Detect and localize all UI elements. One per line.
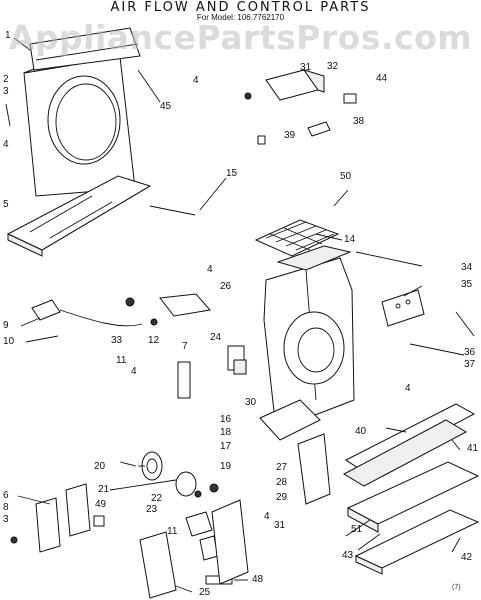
bracket-left-part	[10, 483, 91, 553]
callout-label: 6	[3, 490, 9, 501]
callout-label: 4	[3, 139, 9, 150]
selector-switch-part	[381, 289, 425, 327]
callout-label: 48	[252, 574, 264, 585]
callout-label: 24	[210, 332, 222, 343]
callout-label: 32	[327, 61, 339, 72]
drain-tray-part	[346, 461, 480, 533]
callout-label: 42	[461, 552, 473, 563]
callout-label: 7	[182, 341, 188, 352]
callout-label: 34	[461, 262, 473, 273]
callout-label: 40	[355, 426, 367, 437]
callout-label: 33	[111, 335, 123, 346]
probe-part	[455, 311, 475, 337]
clamp-part	[177, 361, 191, 399]
callout-label: 50	[340, 171, 352, 182]
callout-label: 30	[245, 397, 257, 408]
callout-label: 45	[160, 101, 172, 112]
ref-code: (7)	[452, 584, 461, 591]
callout-label: 22	[151, 493, 163, 504]
callout-label: 8	[3, 502, 9, 513]
heater-bracket-part	[297, 433, 331, 505]
diagram-title: AIR FLOW AND CONTROL PARTS	[110, 0, 371, 15]
control-bracket-part	[244, 69, 357, 104]
callout-label: 44	[376, 73, 388, 84]
callout-label: 17	[220, 441, 232, 452]
screw-part	[119, 461, 137, 467]
callout-label: 9	[3, 320, 9, 331]
foam-seal-part	[342, 403, 476, 487]
callout-label: 41	[467, 443, 479, 454]
callout-label: 10	[3, 336, 15, 347]
callout-label: 4	[405, 383, 411, 394]
blower-housing-part	[259, 245, 355, 441]
callout-label: 31	[274, 520, 286, 531]
callout-label: 3	[3, 86, 9, 97]
callout-label: 51	[351, 524, 363, 535]
clip-part	[93, 515, 105, 527]
callout-label: 4	[207, 264, 213, 275]
callout-label: 49	[95, 499, 107, 510]
callout-label: 16	[220, 414, 232, 425]
callout-label: 19	[220, 461, 232, 472]
callout-label: 1	[5, 30, 11, 41]
callout-label: 26	[220, 281, 232, 292]
fan-motor-part	[141, 451, 219, 498]
callout-label: 4	[264, 511, 270, 522]
watermark-text: AppliancePartsPros.com	[8, 18, 473, 57]
callout-label: 29	[276, 492, 288, 503]
callout-label: 23	[146, 504, 158, 515]
callout-label: 15	[226, 168, 238, 179]
callout-label: 14	[344, 234, 356, 245]
front-panel-part	[23, 27, 141, 197]
base-pan-part	[6, 175, 152, 257]
callout-label: 25	[199, 587, 211, 598]
rod-part	[149, 205, 196, 216]
callout-label: 4	[193, 75, 199, 86]
air-filter-part	[354, 509, 480, 575]
callout-label: 28	[276, 477, 288, 488]
callout-label: 35	[461, 279, 473, 290]
callout-label: 4	[131, 366, 137, 377]
callout-label: 38	[353, 116, 365, 127]
callout-label: 18	[220, 427, 232, 438]
side-panel-part	[139, 531, 177, 599]
relay-part	[227, 345, 247, 375]
callout-label: 31	[300, 62, 312, 73]
model-subtitle: For Model: 106.7762170	[196, 13, 285, 22]
callout-label: 3	[3, 514, 9, 525]
filter-grille-part	[254, 219, 340, 257]
callout-label: 37	[464, 359, 476, 370]
callout-label: 39	[284, 130, 296, 141]
callout-label: 11	[116, 355, 127, 366]
control-box-part	[211, 499, 249, 585]
callout-label: 27	[276, 462, 288, 473]
callout-label: 12	[148, 335, 160, 346]
capacitor-bracket-part	[159, 293, 211, 317]
callout-label: 2	[3, 74, 9, 85]
callout-label: 43	[342, 550, 354, 561]
callout-label: 21	[98, 484, 110, 495]
callout-label: 36	[464, 347, 476, 358]
callout-label: 20	[94, 461, 106, 472]
thermostat-part	[257, 121, 331, 145]
callout-label: 5	[3, 199, 9, 210]
power-cord-part	[31, 297, 158, 327]
callout-label: 11	[167, 526, 178, 537]
leader-lines	[5, 37, 465, 593]
